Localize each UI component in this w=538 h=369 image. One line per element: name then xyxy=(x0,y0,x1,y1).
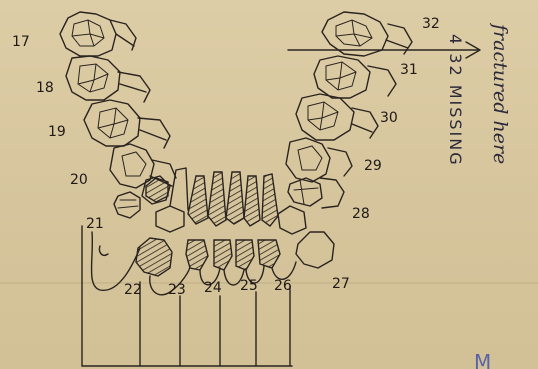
label-25: 25 xyxy=(240,278,258,294)
root-loop-5 xyxy=(272,262,296,279)
tooth-18 xyxy=(66,56,150,102)
label-17: 17 xyxy=(12,34,30,50)
tooth-17 xyxy=(60,12,136,56)
tooth-30 xyxy=(296,94,378,140)
label-23: 23 xyxy=(168,282,186,298)
annotation-fractured-here: fractured here xyxy=(489,22,511,164)
label-26: 26 xyxy=(274,278,292,294)
tooth-29 xyxy=(286,138,352,182)
annotation-missing: 4 32 MISSING xyxy=(446,34,465,167)
tooth-28 xyxy=(288,178,344,208)
tooth-19 xyxy=(84,100,170,148)
label-32: 32 xyxy=(422,16,440,32)
label-22: 22 xyxy=(124,282,142,298)
tooth-27 xyxy=(296,232,334,268)
label-20: 20 xyxy=(70,172,88,188)
tooth-26 xyxy=(258,174,306,268)
label-29: 29 xyxy=(364,158,382,174)
tooth-31 xyxy=(314,56,396,98)
label-24: 24 xyxy=(204,280,222,296)
label-18: 18 xyxy=(36,80,54,96)
label-27: 27 xyxy=(332,276,350,292)
label-31: 31 xyxy=(400,62,418,78)
root-curl xyxy=(99,246,108,255)
margin-mark: M xyxy=(474,350,491,369)
tooth-crown-left xyxy=(146,178,168,202)
label-28: 28 xyxy=(352,206,370,222)
label-19: 19 xyxy=(48,124,66,140)
label-21: 21 xyxy=(86,216,104,232)
label-30: 30 xyxy=(380,110,398,126)
tooth-22 xyxy=(136,238,172,276)
